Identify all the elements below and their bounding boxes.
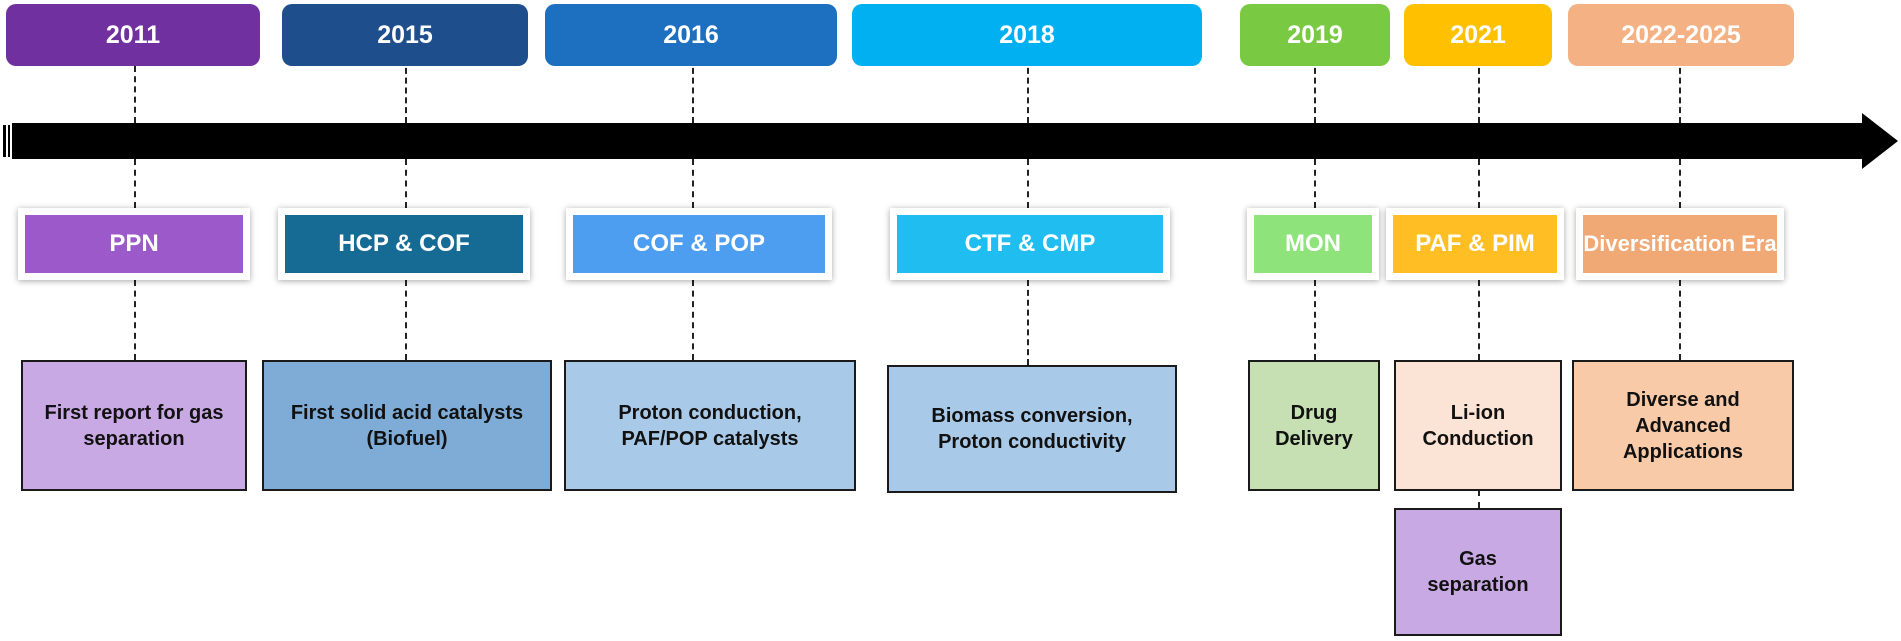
connector-2021-top	[1478, 58, 1480, 123]
application-box-gas-separation: Gas separation	[1394, 508, 1562, 636]
year-label: 2015	[377, 20, 433, 49]
material-label: CTF & CMP	[897, 215, 1163, 273]
timeline-arrow	[12, 123, 1864, 159]
material-label: PPN	[25, 215, 243, 273]
material-box-ctf-cmp: CTF & CMP	[890, 208, 1170, 280]
year-label: 2011	[105, 20, 161, 49]
material-box-cof-pop: COF & POP	[566, 208, 832, 280]
application-box-2018: Biomass conversion, Proton conductivity	[887, 365, 1177, 493]
application-text: Proton conduction, PAF/POP catalysts	[618, 401, 802, 450]
application-text: First report for gas separation	[44, 401, 224, 450]
material-label: HCP & COF	[285, 215, 523, 273]
arrow-tail	[8, 125, 10, 157]
connector-2011-top	[134, 66, 136, 123]
material-box-diversification-era: Diversification Era	[1576, 208, 1784, 280]
year-label: 2019	[1287, 20, 1343, 49]
application-text: Li-ion Conduction	[1422, 401, 1534, 450]
year-box-2021: 2021	[1404, 4, 1552, 66]
connector-2016-mid	[692, 159, 694, 208]
arrow-tail	[3, 125, 6, 157]
year-label: 2022-2025	[1621, 20, 1741, 49]
year-label: 2018	[999, 20, 1055, 49]
connector-2019-bottom	[1314, 280, 1316, 360]
application-box-2019: Drug Delivery	[1248, 360, 1380, 491]
material-box-mon: MON	[1247, 208, 1379, 280]
connector-2016-top	[692, 58, 694, 123]
connector-2021-bottom	[1478, 280, 1480, 360]
material-label: Diversification Era	[1583, 215, 1777, 273]
material-box-ppn: PPN	[18, 208, 250, 280]
year-box-2022-2025: 2022-2025	[1568, 4, 1794, 66]
year-box-2015: 2015	[282, 4, 528, 66]
connector-2015-top	[405, 58, 407, 123]
application-text: Diverse and Advanced Applications	[1622, 388, 1743, 463]
application-box-2011: First report for gas separation	[21, 360, 247, 491]
year-box-2019: 2019	[1240, 4, 1390, 66]
arrow-head-icon	[1862, 113, 1898, 169]
connector-2018-bottom	[1027, 280, 1029, 365]
material-box-paf-pim: PAF & PIM	[1386, 208, 1564, 280]
connector-2022-top	[1679, 58, 1681, 123]
application-box-2021: Li-ion Conduction	[1394, 360, 1562, 491]
application-box-2016: Proton conduction, PAF/POP catalysts	[564, 360, 856, 491]
year-box-2016: 2016	[545, 4, 837, 66]
connector-2022-mid	[1679, 159, 1681, 208]
application-text: Gas separation	[1427, 548, 1529, 596]
material-label: MON	[1254, 215, 1372, 273]
connector-2019-mid	[1314, 159, 1316, 208]
connector-2016-bottom	[692, 280, 694, 360]
connector-2018-top	[1027, 58, 1029, 123]
material-label: PAF & PIM	[1393, 215, 1557, 273]
year-label: 2016	[663, 20, 719, 49]
connector-2019-top	[1314, 58, 1316, 123]
connector-2022-bottom	[1679, 280, 1681, 360]
application-box-2022-2025: Diverse and Advanced Applications	[1572, 360, 1794, 491]
material-box-hcp-cof: HCP & COF	[278, 208, 530, 280]
connector-2015-mid	[405, 159, 407, 208]
connector-2011-bottom	[134, 280, 136, 360]
connector-2018-mid	[1027, 159, 1029, 208]
connector-2021-extra	[1478, 490, 1480, 508]
year-box-2011: 2011	[6, 4, 260, 66]
connector-2011-mid	[134, 159, 136, 208]
application-box-2015: First solid acid catalysts (Biofuel)	[262, 360, 552, 491]
connector-2021-mid	[1478, 159, 1480, 208]
material-label: COF & POP	[573, 215, 825, 273]
application-text: Biomass conversion, Proton conductivity	[931, 405, 1133, 453]
year-label: 2021	[1450, 20, 1506, 49]
connector-2015-bottom	[405, 280, 407, 360]
application-text: First solid acid catalysts (Biofuel)	[290, 401, 524, 450]
year-box-2018: 2018	[852, 4, 1202, 66]
application-text: Drug Delivery	[1275, 401, 1353, 450]
